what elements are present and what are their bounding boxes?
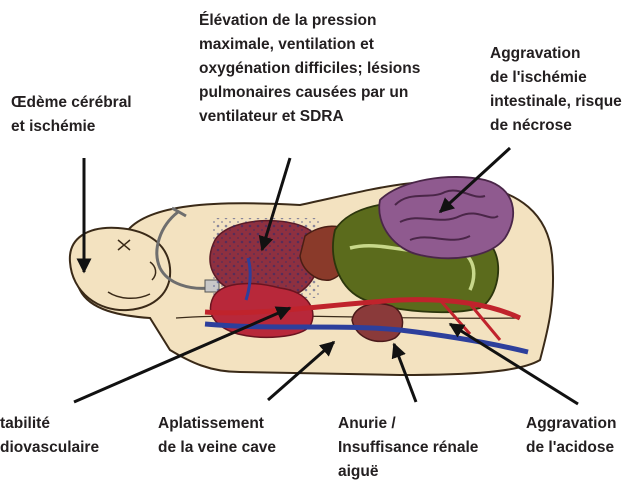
label-pression: Élévation de la pression maximale, venti… (199, 9, 420, 129)
label-anurie: Anurie / Insuffisance rénale aiguë (338, 412, 478, 484)
small-intestine (379, 177, 513, 258)
label-oedeme: Œdème cérébral et ischémie (11, 91, 132, 139)
label-veine-cave: Aplatissement de la veine cave (158, 412, 276, 460)
label-instabilite: tabilité diovasculaire (0, 412, 99, 460)
label-ischemie: Aggravation de l'ischémie intestinale, r… (490, 42, 622, 138)
label-acidose: Aggravation de l'acidose (526, 412, 616, 460)
